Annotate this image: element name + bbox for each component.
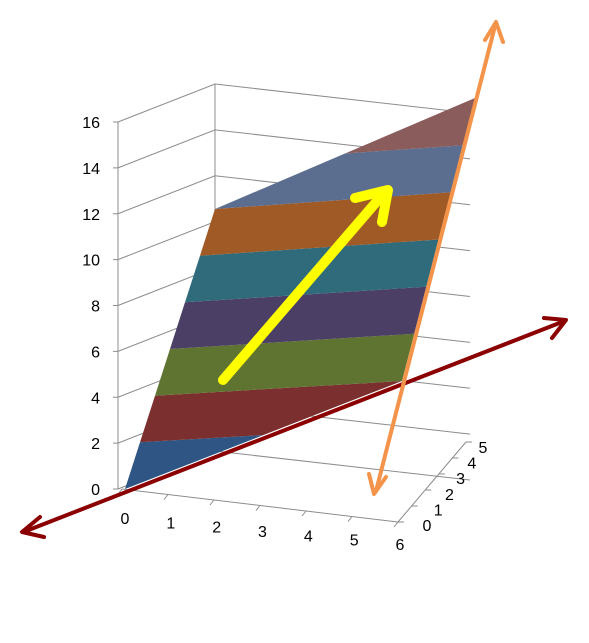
- horizontal-axis-line: [24, 320, 564, 533]
- vertical-axis-line: [374, 24, 497, 493]
- x-axis-tick-labels: 0 1 2 3 4 5 6: [121, 511, 405, 554]
- z-tick-4: 4: [91, 390, 100, 407]
- gradient-arrow-shaft: [218, 195, 383, 385]
- y-tick-1: 1: [434, 502, 443, 519]
- gridline-16: [117, 83, 471, 123]
- surface-band-12-14: [215, 145, 463, 209]
- horizontal-arrowhead-right: [542, 316, 568, 340]
- z-tick-6: 6: [91, 344, 100, 361]
- vertical-arrowhead-top: [483, 20, 505, 44]
- x-tickmark-2: [209, 499, 215, 506]
- vertical-arrowhead-bottom: [367, 472, 388, 496]
- z-tick-10: 10: [82, 253, 100, 270]
- z-tick-12: 12: [82, 207, 100, 224]
- x-tickmark-6: [393, 521, 399, 528]
- z-tick-16: 16: [82, 115, 100, 132]
- x-tick-1: 1: [166, 515, 175, 532]
- y-tick-4: 4: [467, 456, 476, 473]
- gradient-arrow-head: [350, 185, 393, 227]
- z-tick-0: 0: [91, 482, 100, 499]
- x-tickmark-5: [347, 516, 353, 522]
- z-tick-8: 8: [91, 299, 100, 316]
- surface-bands: [125, 98, 475, 489]
- surface-band-14-16: [345, 98, 475, 154]
- x-tickmark-1: [163, 494, 169, 500]
- surface-band-2-4: [140, 381, 402, 443]
- y-tick-3: 3: [456, 471, 465, 488]
- x-tick-3: 3: [258, 524, 267, 541]
- y-tick-5: 5: [479, 440, 488, 457]
- y-tick-0: 0: [423, 518, 432, 535]
- surface-band-6-8: [170, 286, 427, 349]
- z-tick-2: 2: [91, 436, 100, 453]
- z-axis-tick-labels: 0 2 4 6 8 10 12 14 16: [82, 115, 118, 499]
- x-tick-2: 2: [212, 520, 221, 537]
- x-tick-4: 4: [304, 528, 313, 545]
- x-tick-6: 6: [396, 537, 405, 554]
- x-tickmark-3: [255, 505, 261, 511]
- x-tickmark-4: [301, 510, 307, 517]
- y-axis-line: [397, 441, 467, 523]
- horizontal-arrowhead-left: [20, 515, 46, 539]
- surface-band-0-2: [125, 435, 264, 489]
- z-tick-14: 14: [82, 161, 100, 178]
- x-tick-0: 0: [121, 511, 130, 528]
- arrow-overlays: [20, 20, 568, 539]
- y-tick-2: 2: [445, 487, 454, 504]
- x-tick-5: 5: [350, 533, 359, 550]
